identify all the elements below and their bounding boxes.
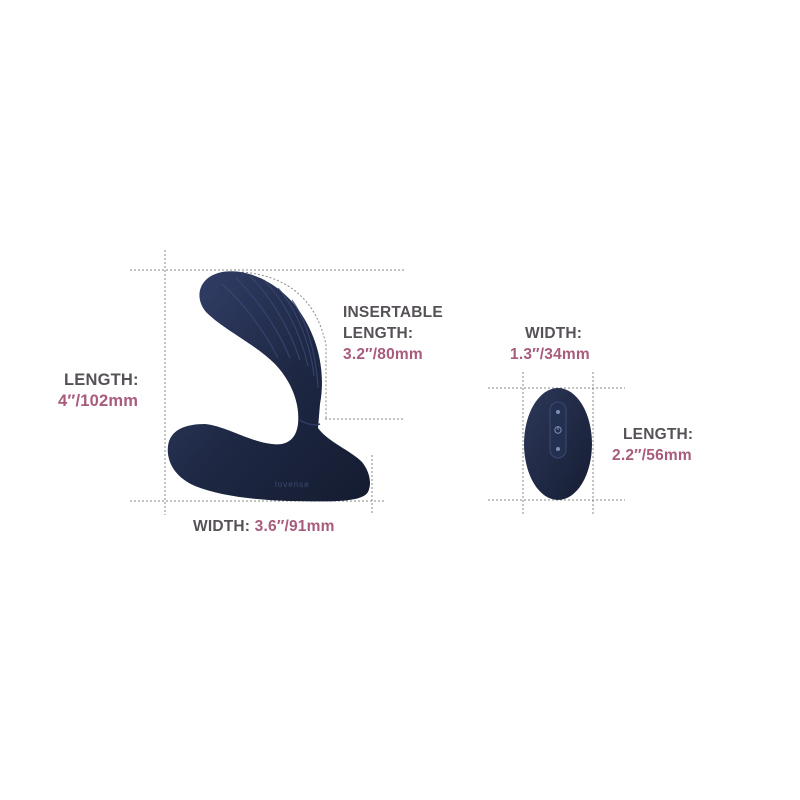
main-length-value: 4″/102mm (58, 392, 139, 410)
insertable-length-title-line2: LENGTH: (343, 325, 414, 342)
device-logo: lovense (275, 480, 310, 489)
main-width-title: WIDTH: (193, 518, 255, 535)
main-width-label: WIDTH: 3.6″/91mm (193, 518, 335, 536)
ribbed-texture (221, 275, 319, 389)
remote-width-value: 1.3″/34mm (510, 346, 590, 363)
main-device: lovense (167, 271, 370, 502)
device-body-shape (167, 271, 370, 502)
remote-width-title: WIDTH: (525, 325, 583, 342)
remote-length-title: LENGTH: (623, 426, 694, 443)
remote-up-dot (556, 410, 560, 414)
main-width-value: 3.6″/91mm (254, 518, 335, 535)
main-device-guide-lines (130, 250, 405, 515)
remote-down-dot (556, 447, 560, 451)
insertable-length-value: 3.2″/80mm (343, 346, 423, 363)
insertable-length-title-line1: INSERTABLE (343, 304, 443, 321)
main-length-title: LENGTH: (64, 371, 139, 389)
remote-length-value: 2.2″/56mm (612, 447, 692, 464)
remote-control (524, 388, 592, 500)
remote-guide-lines (488, 372, 625, 515)
insertable-arc-guide-line (241, 271, 327, 419)
